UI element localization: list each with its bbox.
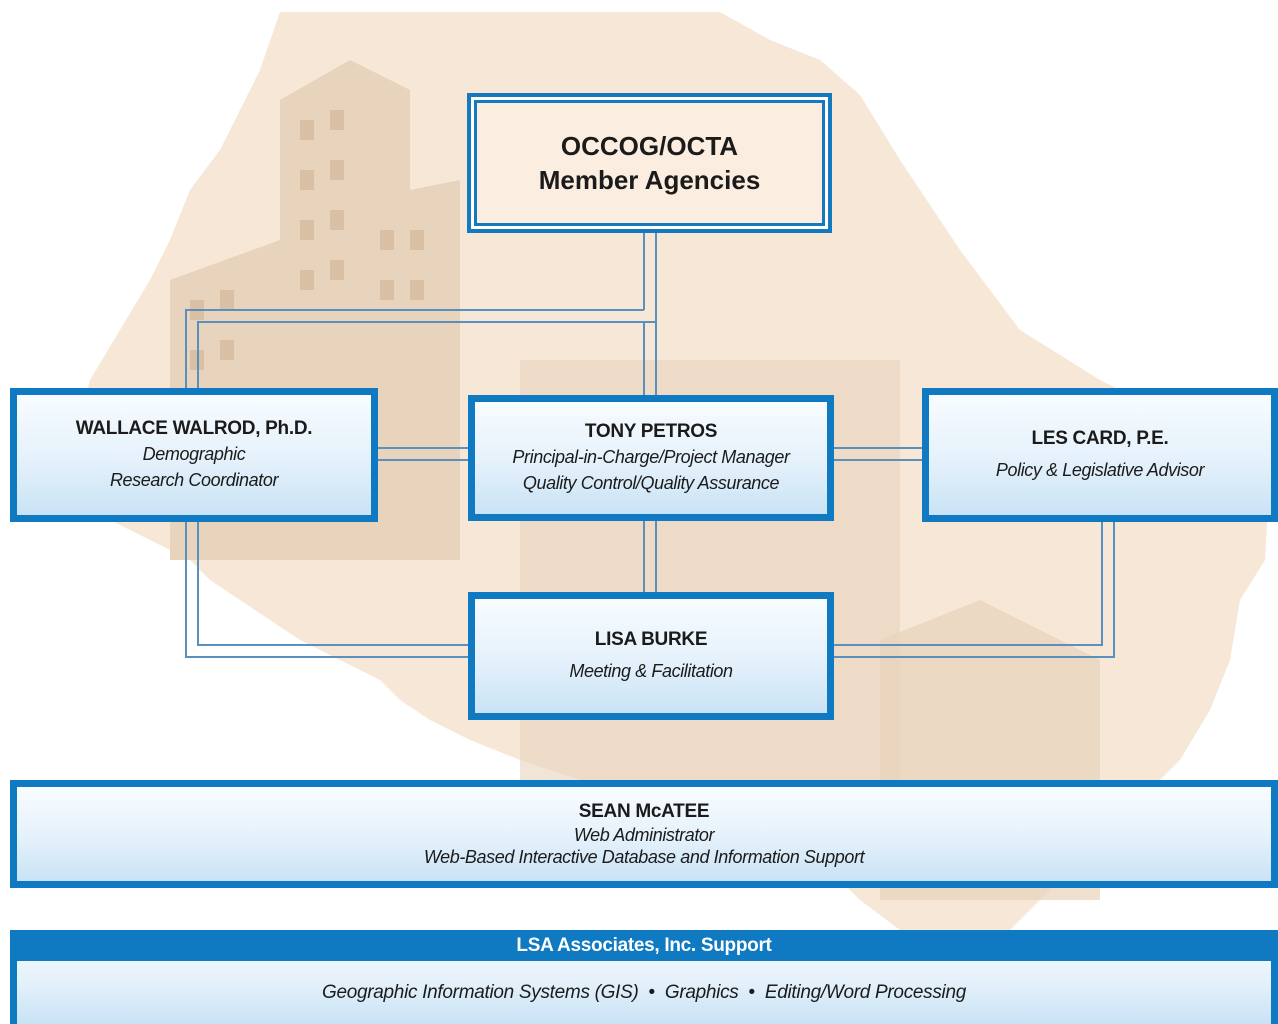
petros-role-line1: Principal-in-Charge/Project Manager (512, 447, 790, 467)
mcatee-name: SEAN McATEE (578, 801, 710, 822)
mcatee-role-line2: Web-Based Interactive Database and Infor… (423, 847, 865, 867)
lsa-service-graphics: Graphics (664, 981, 739, 1003)
mcatee-role-line1: Web Administrator (573, 825, 715, 845)
card-name: LES CARD, P.E. (1031, 428, 1169, 449)
connector-bus-petros (643, 322, 657, 395)
connector-card-burke (834, 522, 1115, 658)
connector-petros-burke (643, 521, 657, 592)
occog-octa-line1: OCCOG/OCTA (560, 131, 739, 161)
walrod-name: WALLACE WALROD, Ph.D. (75, 418, 313, 439)
lsa-support-header: LSA Associates, Inc. Support (17, 930, 1271, 961)
connector-walrod-burke (185, 522, 468, 658)
walrod-box: WALLACE WALROD, Ph.D. Demographic Resear… (10, 388, 378, 522)
connector-walrod-petros (378, 447, 468, 461)
connector-bus-walrod (185, 309, 656, 388)
lsa-service-gis: Geographic Information Systems (GIS) (321, 981, 639, 1003)
connector-top-vertical (643, 233, 657, 322)
lsa-separator-1: • (648, 981, 656, 1003)
mcatee-box: SEAN McATEE Web Administrator Web-Based … (10, 780, 1278, 888)
walrod-role-line2: Research Coordinator (109, 470, 279, 490)
lsa-support-services: Geographic Information Systems (GIS) • G… (17, 961, 1271, 1024)
petros-box: TONY PETROS Principal-in-Charge/Project … (468, 395, 834, 521)
occog-octa-box: OCCOG/OCTA Member Agencies (467, 93, 832, 233)
petros-role-line2: Quality Control/Quality Assurance (522, 473, 780, 493)
burke-name: LISA BURKE (594, 629, 708, 650)
lsa-separator-2: • (748, 981, 756, 1003)
lsa-support-box: LSA Associates, Inc. Support Geographic … (10, 930, 1278, 1024)
card-box: LES CARD, P.E. Policy & Legislative Advi… (922, 388, 1278, 522)
lsa-service-editing: Editing/Word Processing (764, 981, 967, 1003)
petros-name: TONY PETROS (584, 421, 718, 442)
burke-box: LISA BURKE Meeting & Facilitation (468, 592, 834, 720)
connector-petros-card (834, 447, 922, 461)
walrod-role-line1: Demographic (142, 444, 246, 464)
card-role-line1: Policy & Legislative Advisor (995, 460, 1205, 480)
burke-role-line1: Meeting & Facilitation (569, 661, 733, 681)
member-agencies-line: Member Agencies (538, 165, 761, 195)
